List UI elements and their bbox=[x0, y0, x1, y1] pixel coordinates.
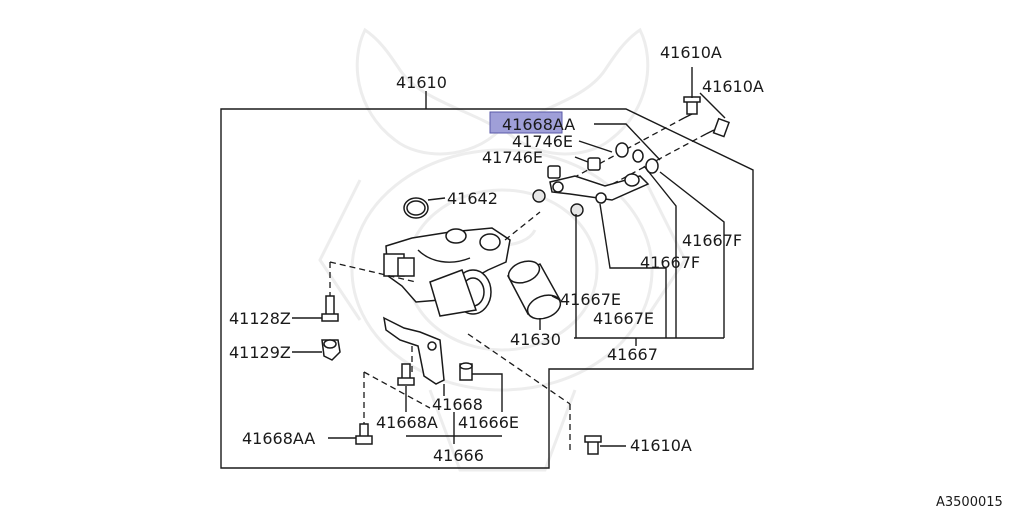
leader-41667E-2 bbox=[599, 203, 667, 338]
nut-41666E bbox=[459, 362, 473, 381]
label-41666E: 41666E bbox=[458, 413, 519, 432]
label-41667E-1: 41667E bbox=[560, 290, 621, 309]
bolt-41668AA-bottom bbox=[355, 423, 373, 445]
label-41128Z: 41128Z bbox=[229, 309, 291, 328]
leader-41746E-2 bbox=[574, 156, 589, 163]
bolt-41128Z bbox=[321, 295, 339, 322]
bolt-41668A bbox=[397, 363, 415, 386]
leader-41666E bbox=[472, 373, 503, 412]
label-41667E-2: 41667E bbox=[593, 309, 654, 328]
dash-motor-right bbox=[504, 211, 541, 241]
leader-41667F-1 bbox=[659, 171, 725, 338]
label-41610: 41610 bbox=[396, 73, 447, 92]
bolt-41610A-top2 bbox=[705, 117, 730, 138]
label-41667F-2: 41667F bbox=[640, 253, 700, 272]
lower-bracket bbox=[383, 316, 445, 385]
dash-line-bolt2 bbox=[604, 133, 707, 189]
label-41668A: 41668A bbox=[376, 413, 438, 432]
label-41610A-top1: 41610A bbox=[660, 43, 722, 62]
highlight-box bbox=[489, 111, 563, 134]
bolt-41610A-bottom bbox=[584, 435, 602, 455]
label-41667F-1: 41667F bbox=[682, 231, 742, 250]
motor-assembly bbox=[383, 227, 511, 317]
label-41668AA-bottom: 41668AA bbox=[242, 429, 315, 448]
leader-41642 bbox=[427, 197, 446, 201]
clamp-41642 bbox=[403, 197, 429, 219]
label-41610A-top2: 41610A bbox=[702, 77, 764, 96]
leader-41667E-1-short bbox=[551, 295, 561, 301]
leader-41610A-top2 bbox=[699, 92, 726, 119]
label-41642: 41642 bbox=[447, 189, 498, 208]
label-41668AA-top: 41668AA bbox=[502, 115, 575, 134]
bolt-41610A-top1 bbox=[683, 96, 701, 119]
leader-41746E-1 bbox=[578, 140, 613, 153]
label-41668: 41668 bbox=[432, 395, 483, 414]
assembly-outline-41610 bbox=[220, 108, 754, 469]
label-41666: 41666 bbox=[433, 446, 484, 465]
bracket-plate bbox=[549, 173, 650, 204]
label-41129Z: 41129Z bbox=[229, 343, 291, 362]
bushing-group-top bbox=[547, 142, 659, 179]
dash-left-lower-a bbox=[363, 371, 431, 409]
label-41746E-2: 41746E bbox=[482, 148, 543, 167]
leader-41667F-2 bbox=[643, 165, 677, 338]
grommets bbox=[532, 189, 584, 217]
diagram-code: A3500015 bbox=[936, 495, 1003, 510]
nut-41129Z bbox=[321, 339, 341, 361]
canister-41630 bbox=[506, 260, 562, 320]
label-41610A-bottom: 41610A bbox=[630, 436, 692, 455]
label-41667: 41667 bbox=[607, 345, 658, 364]
leader-41668AA-top bbox=[594, 123, 661, 161]
dash-bracket-diagonal bbox=[467, 333, 571, 405]
dash-left-upper bbox=[329, 261, 417, 283]
label-41746E-1: 41746E bbox=[512, 132, 573, 151]
label-41630: 41630 bbox=[510, 330, 561, 349]
